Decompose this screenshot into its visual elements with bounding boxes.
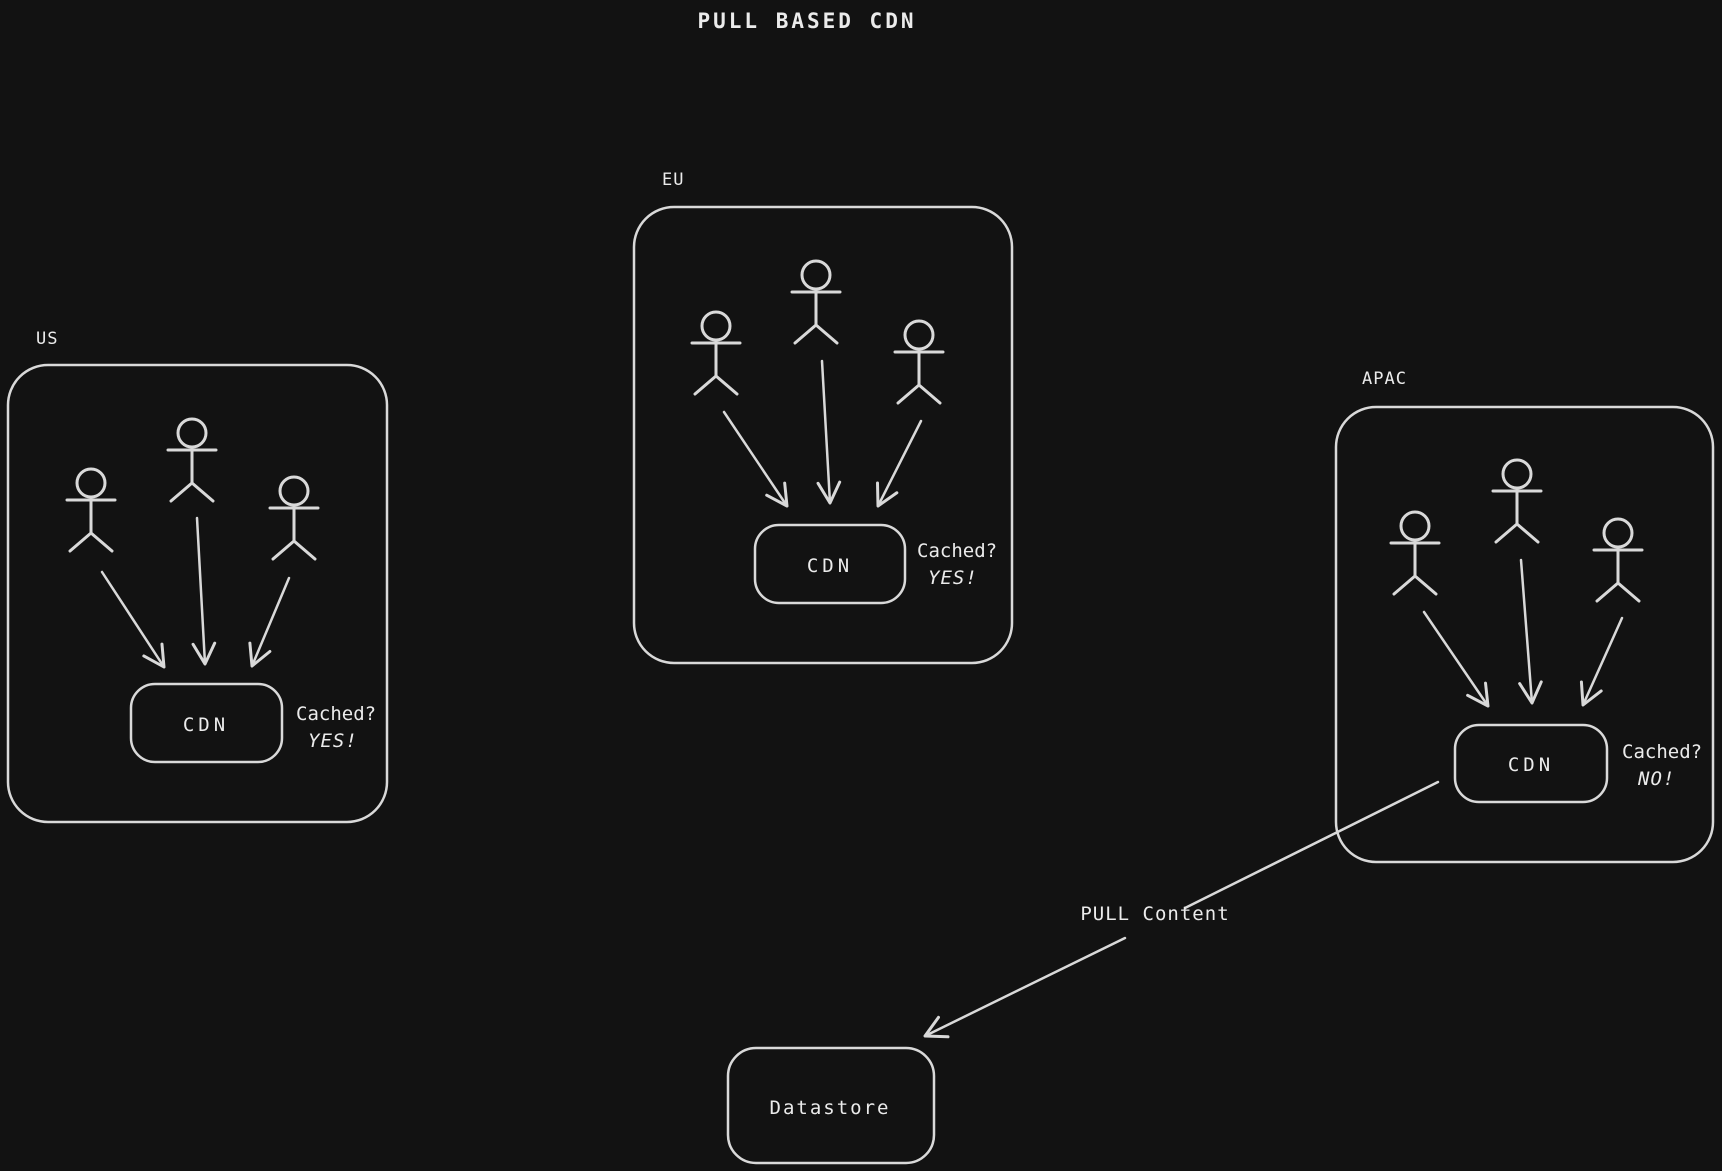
region-eu: EU CDN Cached? YES! [632,170,1014,665]
request-arrow [1518,558,1543,705]
us-cdn-box [129,682,284,764]
request-arrow [248,576,291,668]
us-cdn-label: CDN [183,714,229,736]
apac-cached-answer: NO! [1637,768,1675,790]
request-arrow [1579,616,1624,707]
eu-region-box [632,205,1014,665]
request-arrow [1422,610,1490,708]
apac-region-box [1334,405,1715,864]
pull-content-label: PULL Content [1080,903,1229,925]
us-region-label: US [36,329,58,349]
request-arrow [722,410,789,508]
request-arrow [191,516,217,666]
region-apac: APAC CDN Cached? NO! [1334,369,1715,864]
request-arrow [876,419,923,508]
datastore-box [726,1046,936,1165]
datastore-label: Datastore [770,1097,891,1119]
eu-region-label: EU [662,170,684,190]
apac-region-label: APAC [1362,369,1407,389]
apac-cached-question: Cached? [1622,741,1702,763]
diagram-title: PULL BASED CDN [697,9,916,33]
request-arrow [816,359,842,505]
pull-arrow-segment [923,936,1127,1039]
region-us: US CDN Cached? YES! [6,329,389,824]
us-region-box [6,363,389,824]
apac-cdn-label: CDN [1508,754,1554,776]
datastore: Datastore [726,1046,936,1165]
eu-cached-question: Cached? [917,540,997,562]
pull-arrow-segment [1183,780,1440,910]
request-arrow [100,570,166,669]
eu-cdn-box [753,523,907,605]
apac-cdn-box [1453,723,1609,804]
eu-cdn-label: CDN [807,555,853,577]
eu-cached-answer: YES! [928,567,978,589]
pull-content-arrow: PULL Content [923,780,1440,1039]
us-cached-answer: YES! [308,730,358,752]
us-cached-question: Cached? [296,703,376,725]
